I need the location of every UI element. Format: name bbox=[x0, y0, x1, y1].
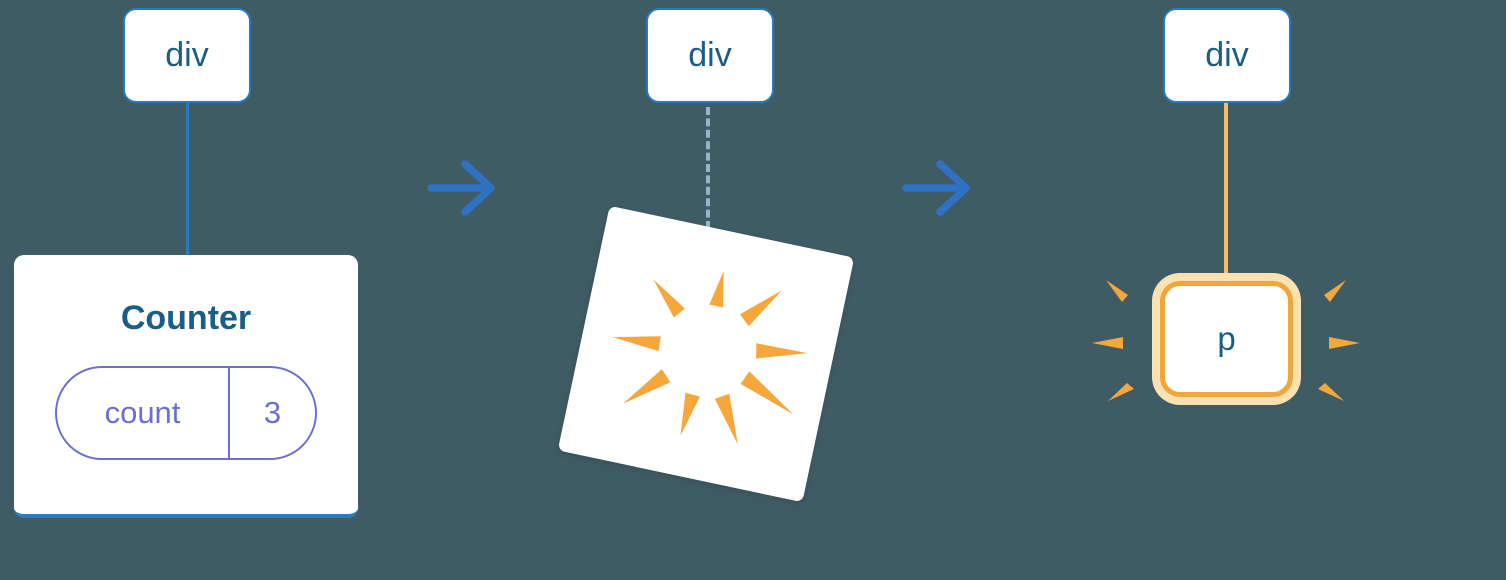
component-title: Counter bbox=[120, 299, 252, 337]
orange-connector-line bbox=[1224, 103, 1228, 288]
tree-node-div-1: div bbox=[123, 8, 251, 103]
p-element-node: p bbox=[1160, 281, 1293, 397]
destroyed-component-card bbox=[557, 205, 855, 503]
arrow-right-icon bbox=[902, 160, 970, 216]
state-key: count bbox=[57, 368, 230, 458]
arrow-right-icon bbox=[427, 160, 495, 216]
node-label: div bbox=[165, 36, 209, 74]
connector-line bbox=[186, 103, 189, 255]
node-label: div bbox=[688, 36, 732, 74]
state-value: 3 bbox=[263, 395, 282, 430]
dashed-connector-line bbox=[706, 107, 710, 229]
highlight-sparks-icon bbox=[1092, 280, 1360, 401]
node-label: div bbox=[1205, 36, 1249, 74]
explosion-burst-icon bbox=[612, 270, 808, 445]
tree-node-div-3: div bbox=[1163, 8, 1291, 103]
state-pill: count 3 bbox=[55, 366, 317, 460]
node-label: p bbox=[1217, 320, 1236, 357]
tree-node-div-2: div bbox=[646, 8, 774, 103]
counter-component-card: Counter count 3 bbox=[14, 255, 358, 518]
